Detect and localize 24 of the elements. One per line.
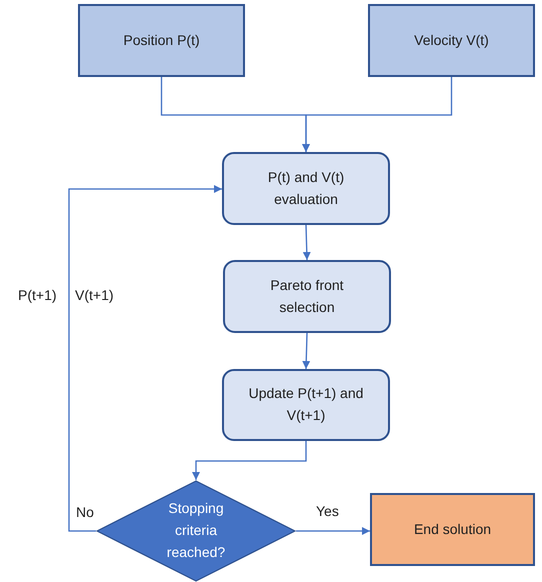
signal-label: P(t+1) bbox=[18, 287, 57, 303]
edge-label: Yes bbox=[316, 503, 339, 519]
process-box bbox=[222, 152, 390, 225]
edge-label: No bbox=[76, 504, 94, 520]
node-text: Velocity V(t) bbox=[414, 30, 489, 50]
node-text: Update P(t+1) and V(t+1) bbox=[248, 384, 364, 425]
arrow bbox=[296, 527, 370, 535]
arrow bbox=[192, 441, 307, 480]
node-text: P(t) and V(t) evaluation bbox=[266, 168, 346, 208]
arrow bbox=[302, 77, 452, 152]
process-box bbox=[223, 260, 391, 333]
node-text: End solution bbox=[414, 520, 492, 539]
arrow bbox=[68, 185, 222, 532]
signal-label: V(t+1) bbox=[75, 287, 114, 303]
arrow bbox=[302, 332, 310, 370]
arrow bbox=[302, 224, 311, 260]
input-box bbox=[368, 4, 535, 77]
node-text: Position P(t) bbox=[123, 30, 200, 50]
node-text: Stopping criteria reached? bbox=[166, 499, 226, 562]
decision-diamond bbox=[96, 480, 296, 582]
input-box bbox=[78, 4, 245, 77]
node-text: Pareto front selection bbox=[269, 276, 345, 316]
process-box bbox=[222, 369, 390, 441]
end-box bbox=[370, 493, 535, 566]
